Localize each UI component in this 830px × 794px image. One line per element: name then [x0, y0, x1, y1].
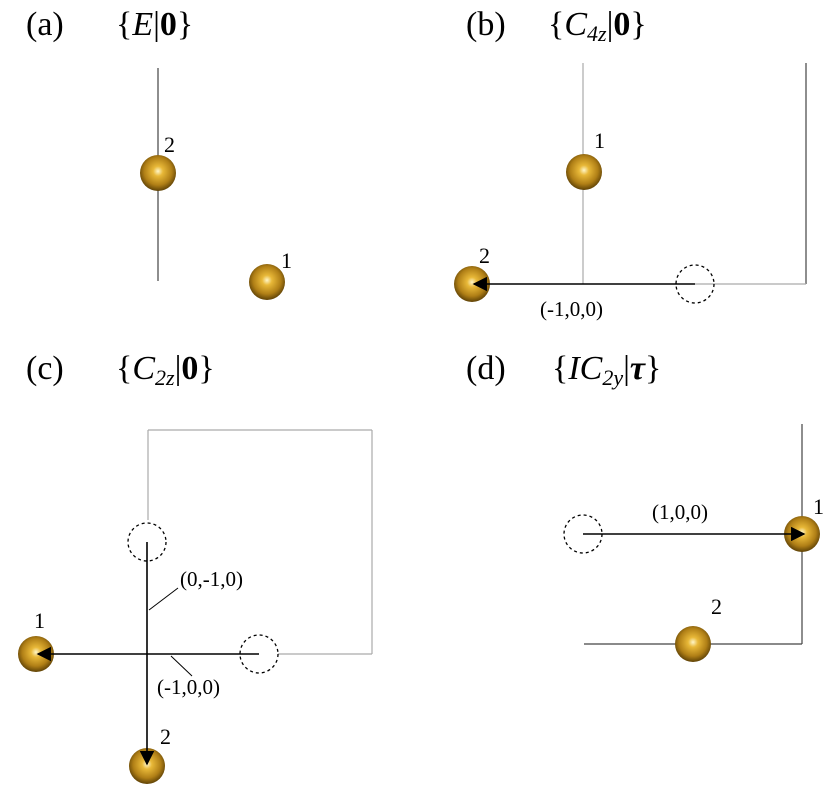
atom-1-label: 1 — [813, 494, 824, 519]
atom-2 — [675, 626, 711, 662]
atom-2-label: 2 — [711, 594, 722, 619]
panel-b-diagram: 1 2 (-1,0,0) — [454, 63, 807, 321]
atom-1 — [566, 154, 602, 190]
atom-1-label: 1 — [594, 128, 605, 153]
atom-2-label: 2 — [160, 724, 171, 749]
brace-open: { — [548, 6, 565, 43]
atom-2 — [129, 748, 165, 784]
brace-open: { — [116, 6, 133, 43]
op-translation: 0 — [159, 6, 177, 43]
leader-line — [170, 655, 193, 677]
origin-marker — [675, 264, 715, 304]
brace-open: { — [552, 350, 569, 387]
op-subscript: 4z — [587, 21, 607, 46]
panel-c-label: (c) — [26, 350, 64, 387]
brace-close: } — [198, 350, 215, 387]
panel-b-operation: {C4z|0} — [548, 8, 647, 45]
atom-1-label: 1 — [34, 608, 45, 633]
op-translation: 0 — [613, 6, 631, 43]
op-translation: τ — [629, 350, 645, 387]
atom-2-label: 2 — [479, 243, 490, 268]
op-subscript: 2y — [602, 365, 624, 390]
leader-line — [148, 587, 179, 611]
op-translation: 0 — [181, 350, 199, 387]
brace-open: { — [116, 350, 133, 387]
op-symbol: IC — [568, 350, 603, 387]
panel-d-diagram: 1 2 (1,0,0) — [563, 424, 824, 662]
brace-close: } — [645, 350, 662, 387]
origin-marker-right — [239, 634, 279, 674]
vector-label-x: (-1,0,0) — [157, 675, 220, 699]
atom-1-label: 1 — [281, 248, 292, 273]
op-symbol: E — [132, 6, 154, 43]
panel-a-diagram: 2 1 — [140, 68, 292, 300]
atom-1 — [249, 264, 285, 300]
origin-marker-top — [127, 522, 167, 562]
atom-2-label: 2 — [164, 132, 175, 157]
atom-1 — [18, 636, 54, 672]
vector-label: (-1,0,0) — [540, 297, 603, 321]
op-symbol: C — [564, 6, 588, 43]
op-subscript: 2z — [155, 365, 175, 390]
op-separator: | — [623, 350, 630, 387]
op-separator: | — [174, 350, 182, 387]
atom-2 — [140, 155, 176, 191]
op-separator: | — [606, 6, 614, 43]
panel-c-diagram: 1 2 (0,-1,0) (-1,0,0) — [18, 429, 373, 784]
panel-b-label: (b) — [466, 6, 506, 43]
atom-2 — [454, 266, 490, 302]
panel-c-operation: {C2z|0} — [116, 352, 215, 389]
panel-a-operation: {E|0} — [116, 8, 193, 42]
brace-close: } — [176, 6, 194, 43]
vector-label-y: (0,-1,0) — [180, 567, 243, 591]
op-separator: | — [153, 6, 160, 43]
panel-d-label: (d) — [466, 350, 506, 387]
op-symbol: C — [132, 350, 156, 387]
vector-label: (1,0,0) — [652, 500, 708, 524]
panel-d-operation: {IC2y|τ} — [552, 352, 661, 389]
panel-a-label: (a) — [26, 6, 64, 43]
brace-close: } — [630, 6, 647, 43]
